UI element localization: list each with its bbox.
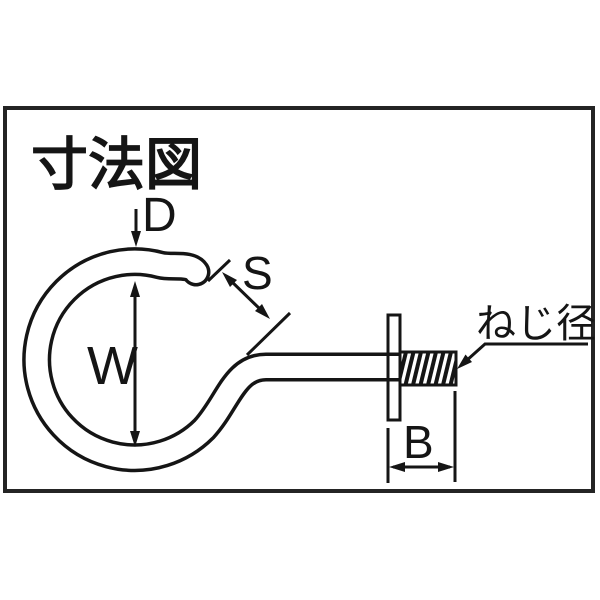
leader-thread-diameter: ねじ径: [457, 302, 596, 369]
thread-diameter-label: ねじ径: [476, 302, 596, 346]
dimension-s-label: S: [242, 247, 273, 299]
dimension-w-label: W: [87, 336, 138, 396]
dimension-s: S: [206, 247, 292, 357]
dimension-b: B: [386, 391, 457, 483]
dimension-d: D: [131, 189, 177, 247]
hook-wire-core: [25, 250, 411, 469]
dimension-s-arrowhead-upper: [222, 272, 237, 287]
thread-section: [398, 350, 458, 387]
dimension-w-arrowhead-bottom: [130, 431, 140, 447]
dimension-b-arrowhead-right: [438, 462, 454, 472]
flange-plate: [386, 313, 402, 422]
dimension-b-arrowhead-left: [389, 462, 405, 472]
diagram-frame-border: [3, 106, 595, 493]
thread-hatch: [401, 353, 455, 384]
dimension-w-arrowhead-top: [130, 281, 140, 297]
dimension-s-line: [227, 277, 265, 314]
dimension-s-extension-lower: [245, 311, 292, 357]
dimension-d-arrowhead: [131, 231, 141, 247]
leader-thread-diameter-arrowhead: [457, 354, 472, 369]
dimension-s-tick-upper: [206, 258, 232, 283]
hook-drawing: [22, 247, 458, 473]
dimension-d-label: D: [142, 189, 177, 242]
dimension-w: W: [87, 281, 140, 447]
diagram-title: 寸法図: [31, 133, 202, 197]
dimension-b-label: B: [403, 416, 434, 468]
dimension-s-arrowhead-lower: [255, 304, 270, 319]
leader-thread-diameter-line: [459, 342, 588, 367]
